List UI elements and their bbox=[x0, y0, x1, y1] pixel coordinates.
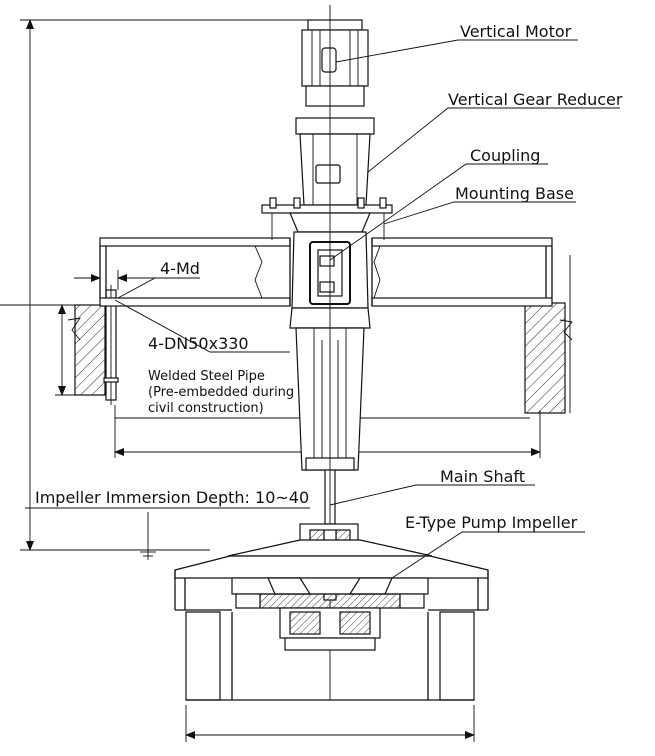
label-welded-pipe-line1: Welded Steel Pipe bbox=[148, 369, 265, 384]
left-concrete-wall bbox=[67, 304, 106, 396]
right-support-beam bbox=[371, 237, 553, 307]
label-immersion-depth: Impeller Immersion Depth: 10~40 bbox=[35, 488, 309, 507]
label-vertical-motor: Vertical Motor bbox=[460, 22, 572, 41]
leader-lines bbox=[114, 39, 620, 579]
impeller-diameter-dimension bbox=[185, 705, 475, 742]
right-concrete-wall bbox=[524, 255, 573, 414]
label-mounting-base: Mounting Base bbox=[455, 184, 574, 203]
vertical-gear-reducer bbox=[295, 117, 375, 206]
immersion-depth-marker bbox=[25, 507, 310, 560]
label-main-shaft: Main Shaft bbox=[440, 467, 525, 486]
impeller-blades bbox=[231, 577, 429, 651]
label-coupling: Coupling bbox=[470, 146, 540, 165]
overall-height-dimension bbox=[20, 19, 318, 551]
label-welded-pipe-line3: civil construction) bbox=[148, 401, 264, 416]
four-md-dimension bbox=[74, 270, 155, 290]
label-e-type-impeller: E-Type Pump Impeller bbox=[405, 513, 578, 532]
impeller-cover bbox=[174, 539, 489, 610]
impeller-shroud bbox=[175, 609, 488, 701]
label-welded-pipe-line2: (Pre-embedded during bbox=[148, 385, 294, 400]
left-support-beam bbox=[99, 237, 291, 307]
label-vertical-gear-reducer: Vertical Gear Reducer bbox=[448, 90, 623, 109]
label-four-dn: 4-DN50x330 bbox=[148, 334, 249, 353]
label-four-md: 4-Md bbox=[160, 259, 200, 278]
vertical-motor bbox=[301, 19, 369, 107]
